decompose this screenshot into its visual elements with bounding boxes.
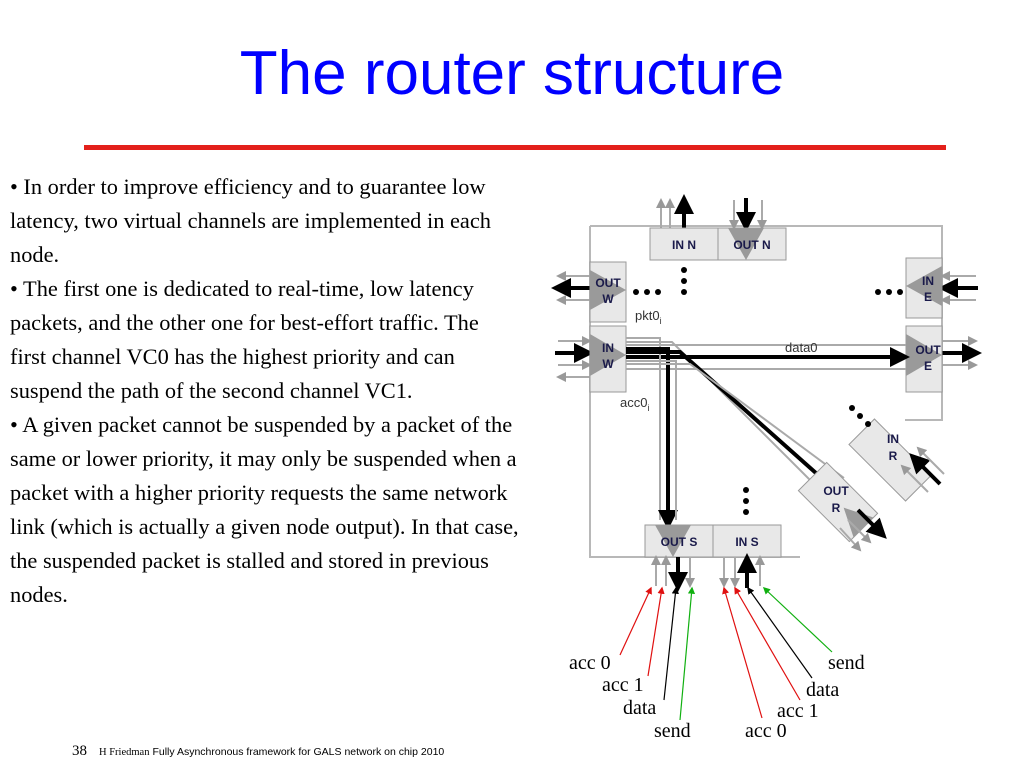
out-r-label: R xyxy=(832,501,841,515)
wire-label-data-out: data xyxy=(623,697,656,719)
out-n-label: OUT N xyxy=(733,238,770,252)
in-e-block: IN E xyxy=(905,257,943,319)
out-e-block: OUT E xyxy=(905,325,943,393)
out-n-block: OUT N xyxy=(717,227,787,261)
out-s-label: OUT S xyxy=(661,535,698,549)
wire-label-send-out: send xyxy=(654,720,691,742)
title-underline xyxy=(84,145,946,150)
out-e-label: OUT xyxy=(915,343,941,357)
in-w-label: W xyxy=(602,357,614,371)
east-port-wires xyxy=(938,271,982,370)
in-e-label: E xyxy=(924,290,932,304)
bullet-item: • In order to improve efficiency and to … xyxy=(10,174,491,267)
internal-paths xyxy=(626,337,910,530)
footer-author: H Friedman xyxy=(99,747,150,758)
out-w-label: W xyxy=(602,292,614,306)
west-port-wires xyxy=(551,271,594,382)
wire-labels: acc 0 acc 1 data send send data acc 1 ac… xyxy=(569,652,865,742)
ellipsis-north xyxy=(681,267,687,295)
wire-label-acc0-out: acc 0 xyxy=(569,652,611,674)
out-r-block xyxy=(797,461,879,543)
bullet-item: • A given packet cannot be suspended by … xyxy=(10,412,519,607)
wire-label-acc1-out: acc 1 xyxy=(602,674,644,696)
acc-signal-label: acc0i xyxy=(620,395,649,413)
out-e-label: E xyxy=(924,359,932,373)
wire-label-acc0-in: acc 0 xyxy=(745,720,787,742)
in-w-block: IN W xyxy=(589,325,627,393)
out-r-label: OUT xyxy=(823,484,849,498)
wire-label-acc1-in: acc 1 xyxy=(777,700,819,722)
in-r-label: R xyxy=(889,449,898,463)
north-port-wires xyxy=(656,194,767,232)
annotation-leaders xyxy=(619,586,833,721)
page-number: 38 xyxy=(72,743,87,759)
data-signal-label: data0 xyxy=(785,340,818,355)
out-w-block: OUT W xyxy=(589,261,627,323)
wire-label-send-in: send xyxy=(828,652,865,674)
bullet-item: • The first one is dedicated to real-tim… xyxy=(10,276,479,403)
in-r-label: IN xyxy=(887,432,899,446)
footer-paper-title: Fully Asynchronous framework for GALS ne… xyxy=(152,746,445,758)
in-n-label: IN N xyxy=(672,238,696,252)
ellipsis-west xyxy=(633,289,661,295)
wire-label-data-in: data xyxy=(806,679,839,701)
bullet-list: • In order to improve efficiency and to … xyxy=(10,170,520,612)
in-s-block: IN S xyxy=(712,524,782,558)
ellipsis-east xyxy=(875,289,903,295)
pkt-signal-label: pkt0i xyxy=(635,308,662,326)
in-n-block: IN N xyxy=(649,227,719,261)
in-e-label: IN xyxy=(922,274,934,288)
ellipsis-r xyxy=(849,405,871,427)
south-port-wires xyxy=(651,553,765,592)
out-s-block: OUT S xyxy=(644,524,714,558)
slide-title: The router structure xyxy=(239,39,785,108)
in-w-label: IN xyxy=(602,341,614,355)
in-s-label: IN S xyxy=(735,535,758,549)
ellipsis-south xyxy=(743,487,749,515)
in-r-block xyxy=(848,418,932,502)
r-port-wires xyxy=(839,446,945,552)
out-w-label: OUT xyxy=(595,276,621,290)
router-outline xyxy=(589,225,943,558)
